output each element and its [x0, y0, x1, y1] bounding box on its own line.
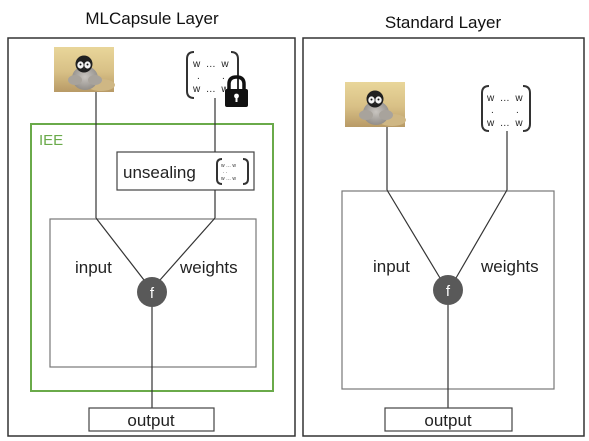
- svg-text:w … w: w … w: [221, 176, 236, 182]
- left-input-label: input: [75, 258, 112, 277]
- left-function-node: f: [137, 277, 167, 307]
- right-panel-frame: [302, 37, 585, 437]
- penguin-image-icon: [345, 82, 406, 127]
- left-function-label: f: [150, 285, 155, 302]
- right-matrix-row1: w … w: [486, 93, 523, 104]
- right-output-label: output: [424, 411, 472, 430]
- right-matrix-row3: w … w: [486, 118, 523, 129]
- left-panel-frame: [7, 37, 296, 437]
- lock-icon: [225, 75, 248, 107]
- svg-text:w … w: w … w: [221, 163, 236, 169]
- left-output-box: [88, 407, 215, 432]
- left-matrix-row1: w … w: [192, 59, 229, 70]
- left-panel-title: MLCapsule Layer: [85, 9, 219, 28]
- unsealing-label: unsealing: [123, 163, 196, 182]
- small-matrix-icon: w … w . . w … w: [216, 158, 249, 185]
- weight-matrix-icon: w … w . . w … w: [481, 85, 531, 132]
- right-function-label: f: [446, 283, 451, 300]
- right-weights-label: weights: [480, 257, 539, 276]
- left-layer-box: [49, 218, 257, 368]
- left-weights-label: weights: [179, 258, 238, 277]
- left-matrix-row3: w … w: [192, 84, 229, 95]
- right-output-box: [384, 407, 513, 432]
- unsealing-box: [116, 151, 255, 191]
- left-matrix-row2: . .: [197, 71, 225, 82]
- penguin-image-icon: [54, 47, 115, 92]
- right-input-label: input: [373, 257, 410, 276]
- svg-text:. .: . .: [223, 169, 227, 175]
- right-matrix-row2: . .: [491, 105, 519, 116]
- right-function-node: f: [433, 275, 463, 305]
- right-panel-title: Standard Layer: [385, 13, 502, 32]
- left-output-label: output: [127, 411, 175, 430]
- iee-label: IEE: [39, 132, 63, 149]
